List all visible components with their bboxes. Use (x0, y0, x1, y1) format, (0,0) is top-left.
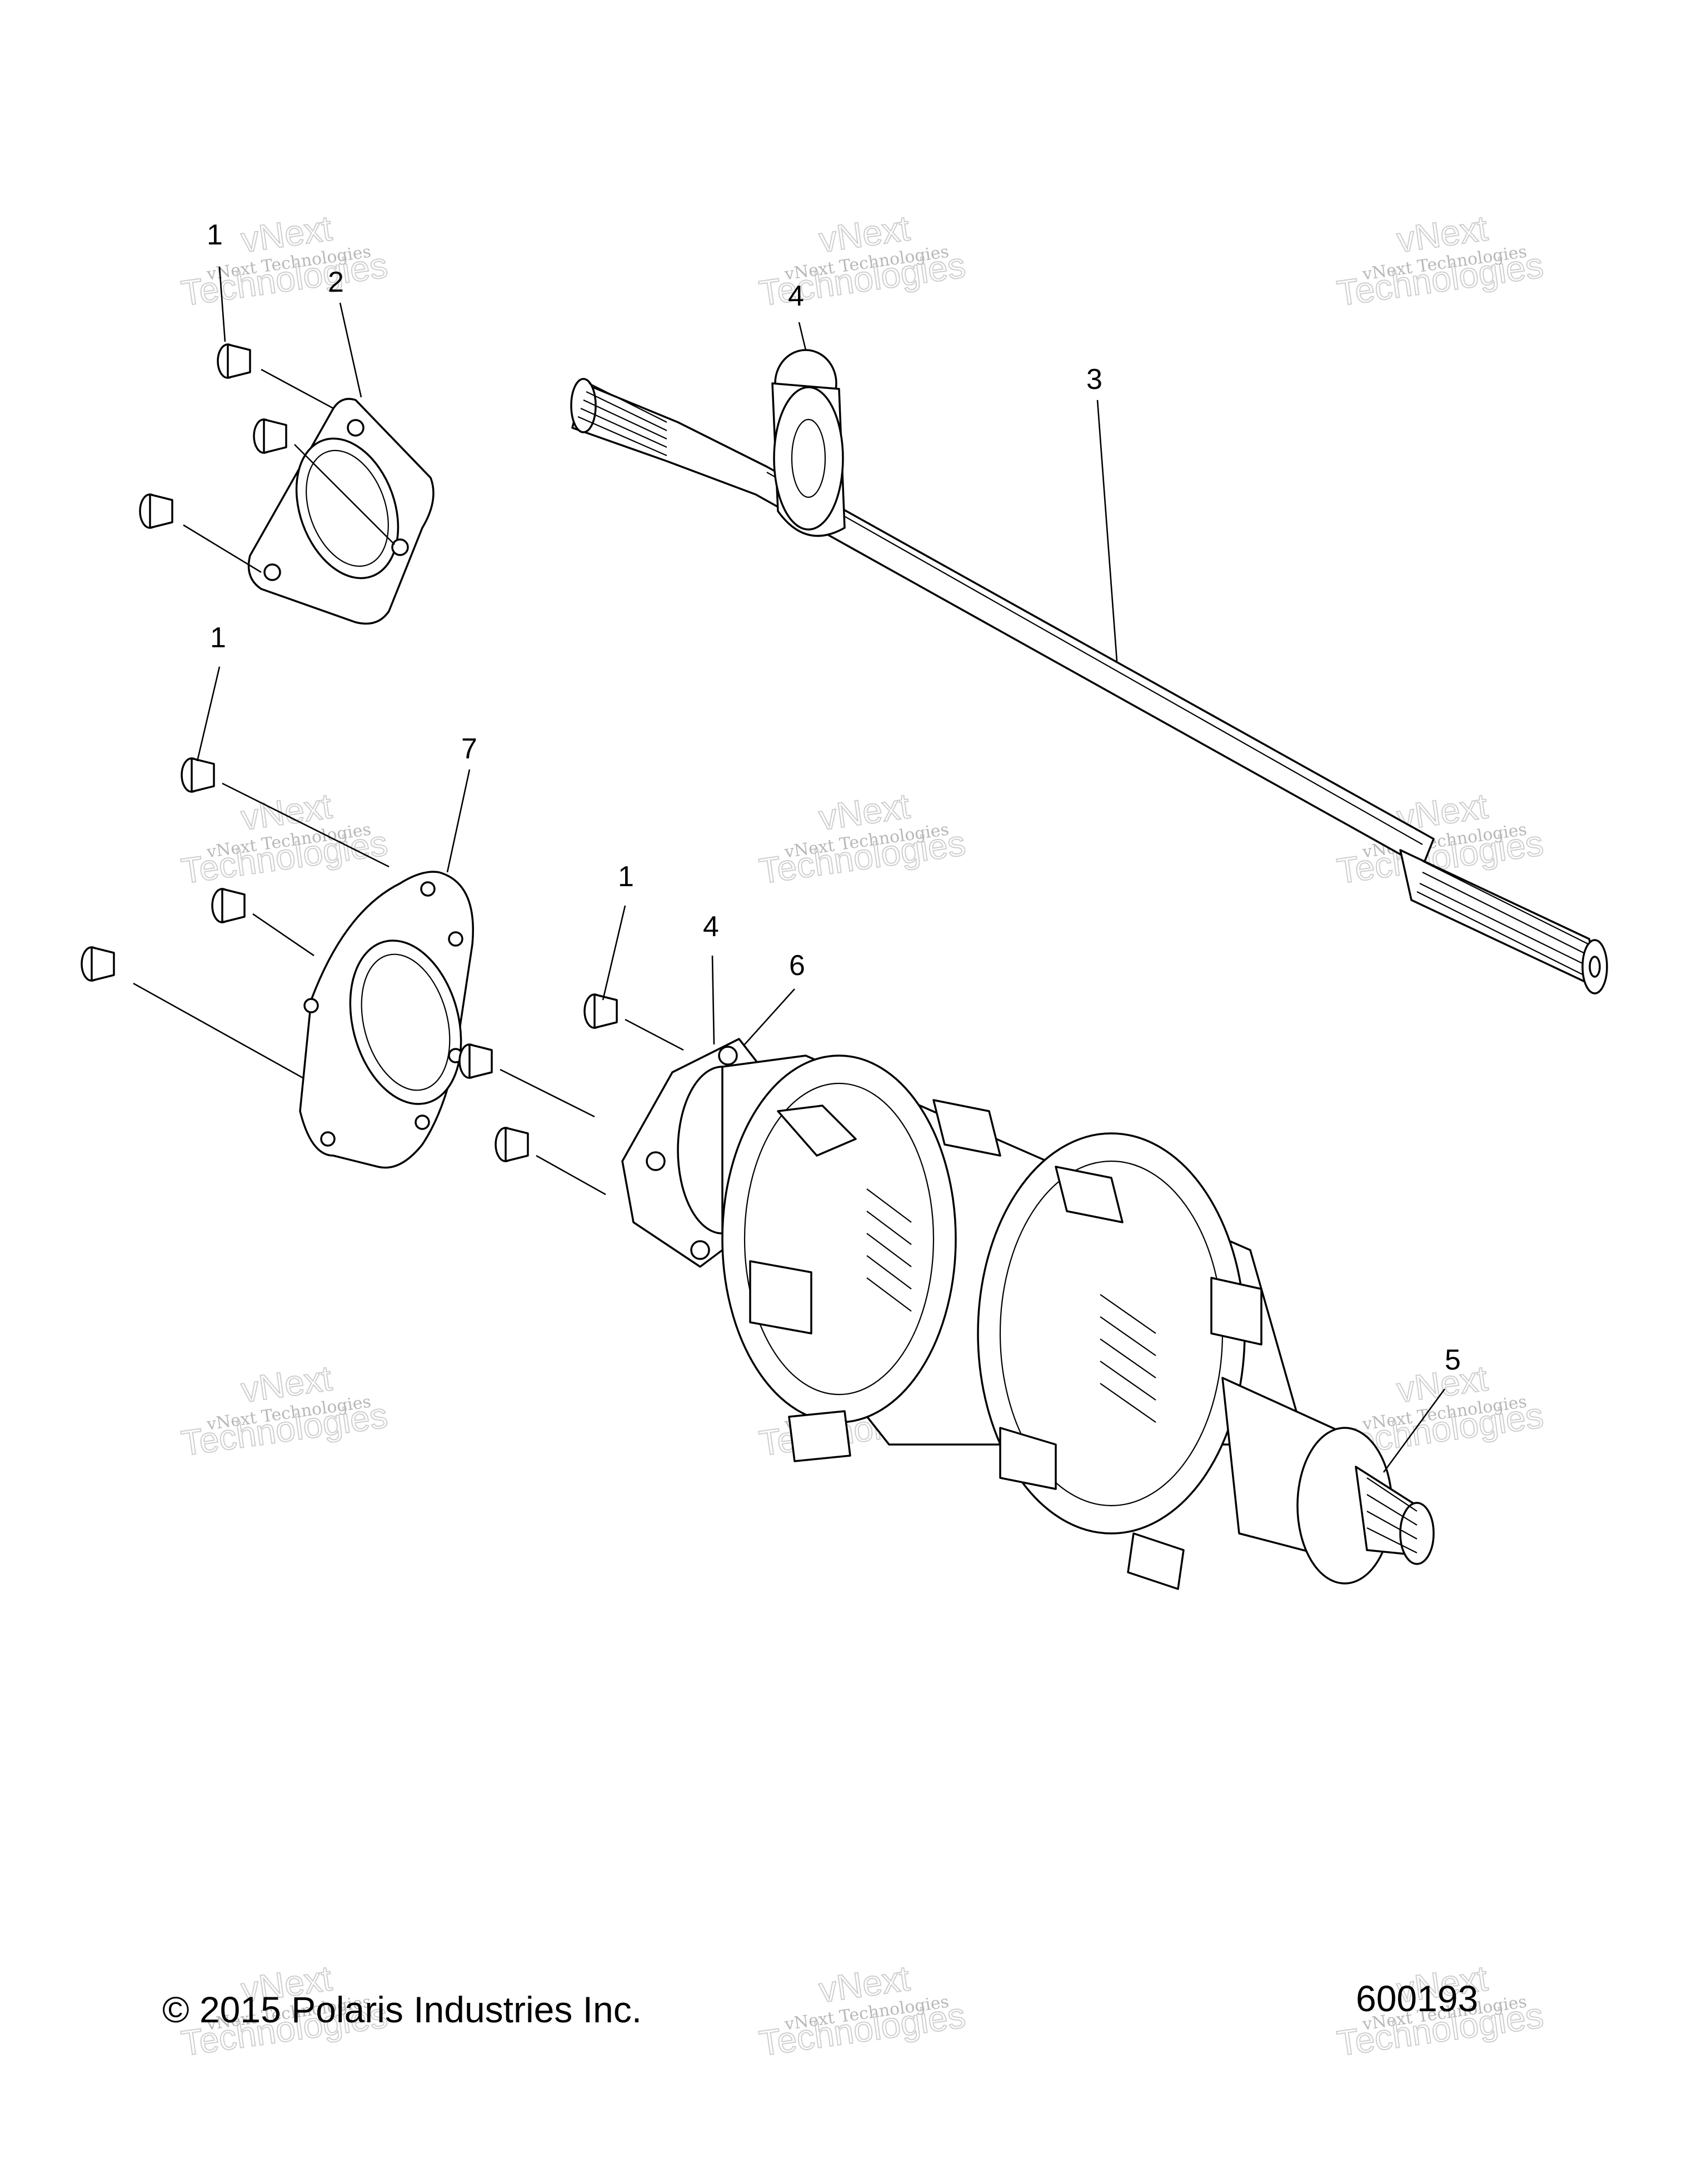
flange-screw (217, 343, 334, 409)
callout-3: 3 (1086, 363, 1102, 396)
callout-6: 6 (789, 949, 805, 982)
callout-7: 7 (461, 733, 477, 765)
callout-4-upper: 4 (788, 280, 804, 312)
cover-screw (181, 757, 390, 868)
shaft-bushing (771, 349, 846, 537)
gearcase-cover-plate (299, 871, 474, 1169)
callout-1-middle: 1 (210, 622, 226, 654)
callout-5: 5 (1445, 1344, 1461, 1376)
differential-screw (583, 993, 684, 1051)
differential-assembly (621, 1038, 1435, 1590)
callout-leaders (196, 266, 1446, 1473)
callout-1-upper: 1 (207, 219, 223, 251)
callout-1-lower: 1 (618, 861, 634, 893)
flange-screw (139, 493, 262, 573)
callout-4-lower: 4 (703, 911, 719, 943)
cover-screw (81, 946, 303, 1079)
differential-screw (495, 1127, 606, 1196)
axle-shaft (570, 378, 1608, 994)
flange-screw (253, 418, 395, 545)
bearing-flange-plate (247, 398, 435, 625)
callout-2: 2 (328, 266, 344, 298)
copyright-text: © 2015 Polaris Industries Inc. (162, 1989, 642, 2030)
cover-screw (211, 888, 315, 957)
differential-screw (458, 1043, 595, 1118)
figure-number: 600193 (1356, 1978, 1478, 2019)
